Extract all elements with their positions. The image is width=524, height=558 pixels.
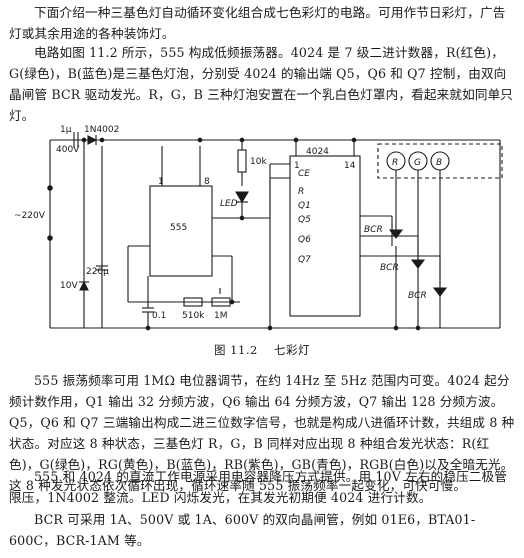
label-q1: Q1 xyxy=(298,201,311,211)
label-timer-pin8: 8 xyxy=(204,177,210,187)
circuit-diagram: 1μ 400V 1N4002 ~220V 220μ 10V 0.1 510k 1… xyxy=(0,106,524,346)
label-led: LED xyxy=(220,199,238,209)
bcr-paragraph: BCR 可采用 1A、500V 或 1A、600V 的双向晶闸管，例如 01E6… xyxy=(9,512,476,548)
label-diode: 1N4002 xyxy=(84,125,119,135)
label-lamp-b: B xyxy=(436,158,442,168)
label-q7: Q7 xyxy=(298,255,311,265)
label-counter-ce: CE xyxy=(298,169,310,179)
label-counter-r: R xyxy=(298,187,304,197)
terminal-dot xyxy=(47,235,53,241)
diode-symbol xyxy=(87,135,98,145)
pot-510k xyxy=(183,297,203,307)
label-mains: ~220V xyxy=(14,211,46,221)
terminal-dot xyxy=(47,185,53,191)
operation-paragraph: 555 振荡频率可用 1MΩ 电位器调节，在约 14Hz 至 5Hz 范围内可变… xyxy=(9,373,515,493)
label-bcr3: BCR xyxy=(408,291,427,301)
label-counter-pin14: 14 xyxy=(344,161,356,171)
label-cap1-voltage: 400V xyxy=(56,145,80,155)
triac-3-symbol xyxy=(432,287,448,297)
intro-paragraph: 下面介绍一种三基色灯自动循环变化组合成七色彩灯的电路。可用作节日彩灯，广告灯或其… xyxy=(9,5,506,41)
label-resistor: 10k xyxy=(250,157,267,167)
led-symbol xyxy=(235,191,249,204)
label-cap1-value: 1μ xyxy=(60,125,72,135)
label-bcr1: BCR xyxy=(364,225,383,235)
label-cap3: 0.1 xyxy=(152,311,166,321)
figure-caption: 图 11.2 七彩灯 xyxy=(0,342,524,358)
label-cap2: 220μ xyxy=(86,267,109,277)
label-bcr2: BCR xyxy=(380,263,399,273)
label-lamp-g: G xyxy=(414,158,421,168)
circuit-description-paragraph: 电路如图 11.2 所示，555 构成低频振荡器。4024 是 7 级二进计数器… xyxy=(9,45,514,123)
caption-title: 七彩灯 xyxy=(273,343,310,357)
label-lamp-r: R xyxy=(392,158,398,168)
triac-1-symbol xyxy=(388,229,404,239)
label-counter-pin1: 1 xyxy=(294,161,300,171)
resistor-10k xyxy=(237,149,247,173)
triac-2-symbol xyxy=(410,259,426,269)
label-pot2: 1M xyxy=(214,311,228,321)
label-q5: Q5 xyxy=(298,215,311,225)
zener-symbol xyxy=(79,280,89,291)
timer-555-ic xyxy=(149,185,213,277)
caption-number: 图 11.2 xyxy=(214,343,258,357)
label-timer: 555 xyxy=(170,223,187,233)
label-zener: 10V xyxy=(60,281,78,291)
label-timer-pin1: 1 xyxy=(158,177,164,187)
label-pot1: 510k xyxy=(182,311,205,321)
label-q6: Q6 xyxy=(298,235,311,245)
label-counter: 4024 xyxy=(306,147,329,157)
power-paragraph: 555 和 4024 的直流工作电源采用电容器降压方式提供。用 10V 左右的稳… xyxy=(9,469,508,505)
